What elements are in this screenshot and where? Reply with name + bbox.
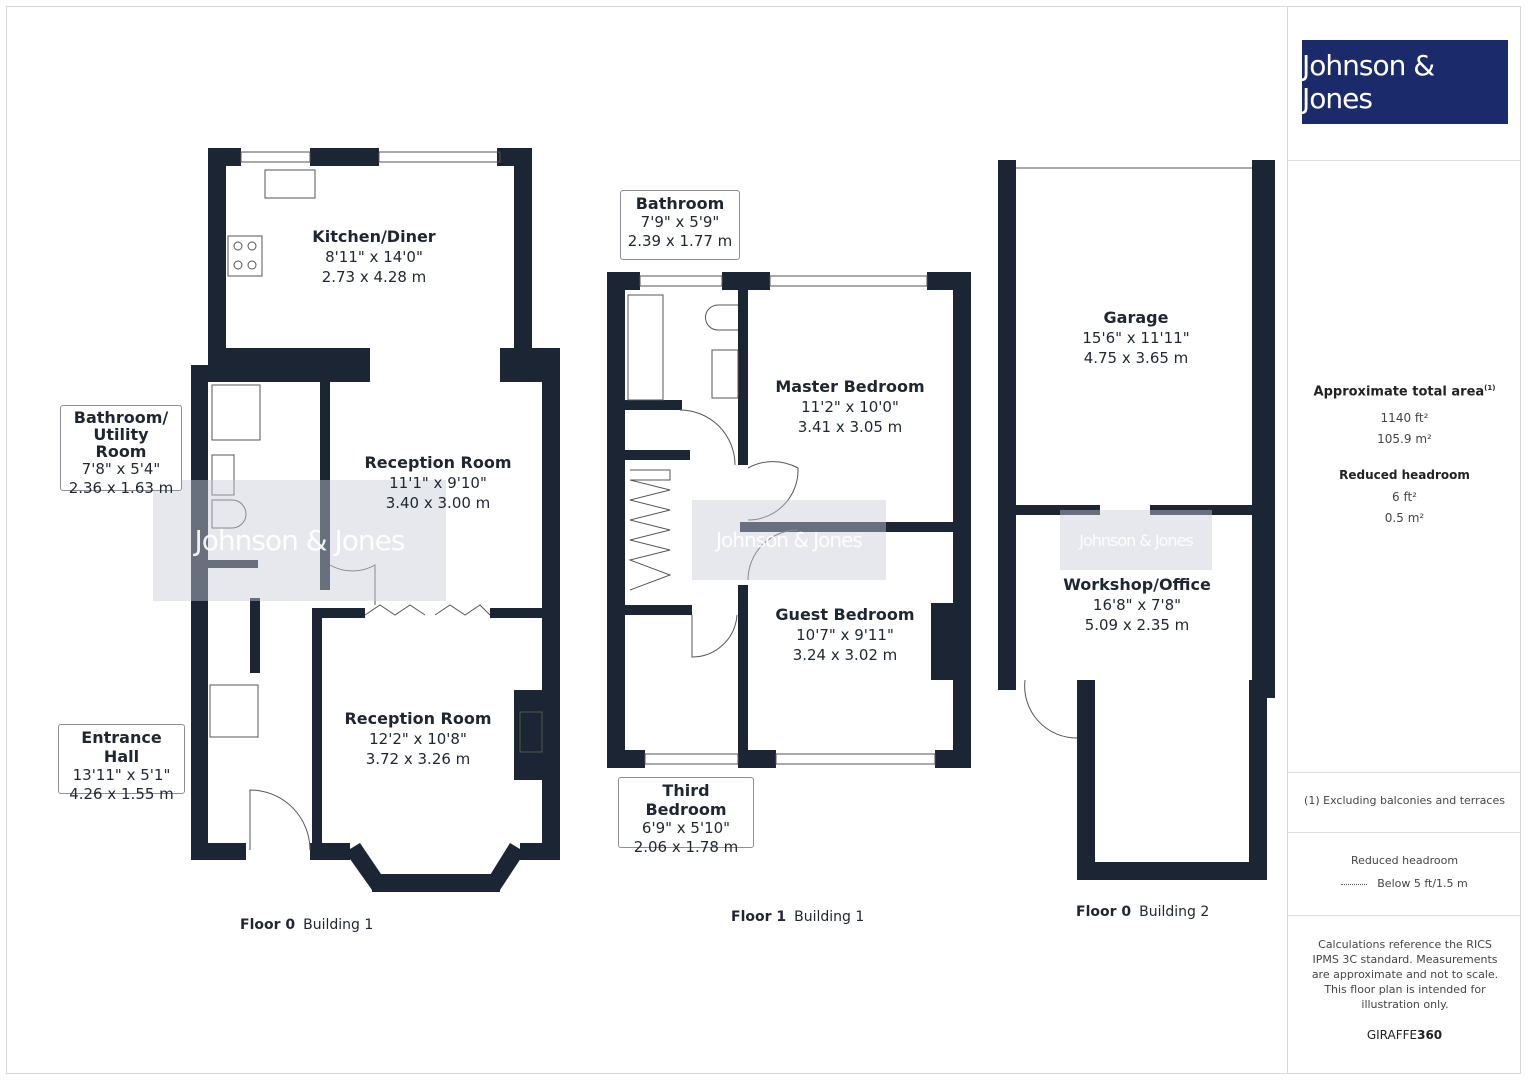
room-imperial: 10'7" x 9'11" [796,626,894,644]
room-name: Bathroom/ Utility Room [73,408,169,461]
room-name: Bathroom [635,194,725,213]
floor1-building1-walls [607,272,971,768]
brand-logo: Johnson & Jones [1302,40,1508,124]
room-workshop-office: Workshop/Office 16'8" x 7'8" 5.09 x 2.35 m [1063,575,1211,635]
watermark: Johnson & Jones [153,480,446,601]
room-name: Reception Room [364,453,512,472]
room-name: Garage [1103,308,1169,327]
divider [1288,915,1521,916]
footnote: (1) Excluding balconies and terraces [1304,794,1505,807]
legend-title: Reduced headroom [1350,854,1459,867]
room-reception-1: Reception Room 11'1" x 9'10" 3.40 x 3.00 m [364,453,511,513]
watermark-text: Johnson & Jones [194,524,406,557]
room-metric: 2.39 x 1.77 m [627,232,733,250]
room-kitchen-diner: Kitchen/Diner 8'11" x 14'0" 2.73 x 4.28 m [312,227,435,287]
floor-number: Floor 1 [731,909,787,925]
room-garage: Garage 15'6" x 11'11" 4.75 x 3.65 m [1082,308,1189,368]
room-imperial: 12'2" x 10'8" [369,730,467,748]
dotted-line-swatch [1341,883,1368,885]
room-imperial: 11'2" x 10'0" [801,398,899,416]
room-metric: 2.73 x 4.28 m [321,268,427,286]
building-name: Building 1 [794,909,865,925]
room-name: Kitchen/Diner [312,227,436,246]
room-metric: 3.24 x 3.02 m [792,646,898,664]
room-imperial: 6'9" x 5'10" [641,819,731,837]
room-metric: 2.36 x 1.63 m [68,479,174,497]
disclaimer: Calculations reference the RICS IPMS 3C … [1311,938,1499,1011]
legend-text: Below 5 ft/1.5 m [1377,877,1468,890]
room-imperial: 16'8" x 7'8" [1092,596,1182,614]
watermark: Johnson & Jones [1060,510,1212,570]
floor-plan-drawing [191,148,1275,892]
divider [1288,160,1521,161]
floor0-building1-walls [191,148,560,892]
logo-text: Johnson & Jones [1302,49,1435,115]
room-metric: 3.40 x 3.00 m [385,494,491,512]
room-master-bedroom: Master Bedroom 11'2" x 10'0" 3.41 x 3.05 m [775,377,924,437]
total-area-title: Approximate total area(1) [1288,384,1521,399]
room-metric: 2.06 x 1.78 m [633,838,739,856]
floor-number: Floor 0 [240,917,296,933]
divider [1288,832,1521,833]
room-metric: 3.41 x 3.05 m [797,418,903,436]
room-imperial: 7'9" x 5'9" [640,213,720,231]
total-area-ft: 1140 ft² [1380,411,1429,425]
room-imperial: 11'1" x 9'10" [389,474,487,492]
building-name: Building 2 [1139,904,1210,920]
room-metric: 5.09 x 2.35 m [1084,616,1190,634]
room-imperial: 7'8" x 5'4" [81,460,161,478]
room-metric: 4.75 x 3.65 m [1083,349,1189,367]
room-name: Third Bedroom [645,781,727,819]
divider [1288,772,1521,773]
floor0-building1-fixtures [209,151,543,851]
room-guest-bedroom: Guest Bedroom 10'7" x 9'11" 3.24 x 3.02 m [775,605,914,665]
floor-number: Floor 0 [1076,904,1132,920]
room-metric: 4.26 x 1.55 m [69,785,174,803]
giraffe360-credit: GIRAFFE360 [1288,1028,1521,1042]
room-imperial: 8'11" x 14'0" [325,248,423,266]
reduced-headroom-m: 0.5 m² [1384,511,1425,525]
footnote-mark: (1) [1484,384,1496,392]
legend-item: Below 5 ft/1.5 m [1288,877,1521,890]
room-reception-2: Reception Room 12'2" x 10'8" 3.72 x 3.26 m [344,709,491,769]
reduced-headroom-title: Reduced headroom [1339,468,1470,482]
room-name: Entrance Hall [81,728,162,766]
watermark: Johnson & Jones [692,500,886,580]
floor0-building2-walls [998,160,1275,880]
room-imperial: 13'11" x 5'1" [72,766,171,784]
floor0-building2-fixtures [1016,167,1252,739]
watermark-text: Johnson & Jones [1079,530,1194,550]
total-area-title-text: Approximate total area [1313,384,1485,400]
credit-a: GIRAFFE [1366,1028,1418,1042]
room-name: Workshop/Office [1063,575,1211,594]
watermark-text: Johnson & Jones [716,528,863,552]
building-name: Building 1 [303,917,374,933]
floor-label: Floor 0 Building 1 [240,917,373,933]
room-name: Master Bedroom [775,377,925,396]
floor1-building1-fixtures [627,275,936,765]
floor-label: Floor 0 Building 2 [1076,904,1209,920]
room-metric: 3.72 x 3.26 m [365,750,471,768]
room-name: Guest Bedroom [775,605,915,624]
room-name: Reception Room [344,709,492,728]
page-frame [6,6,1521,1074]
total-area-m: 105.9 m² [1377,432,1432,446]
floor-label: Floor 1 Building 1 [731,909,864,925]
room-imperial: 15'6" x 11'11" [1082,329,1190,347]
reduced-headroom-ft: 6 ft² [1392,490,1417,504]
credit-b: 360 [1417,1028,1443,1042]
info-sidebar: Johnson & Jones Approximate total area(1… [1287,6,1521,1074]
